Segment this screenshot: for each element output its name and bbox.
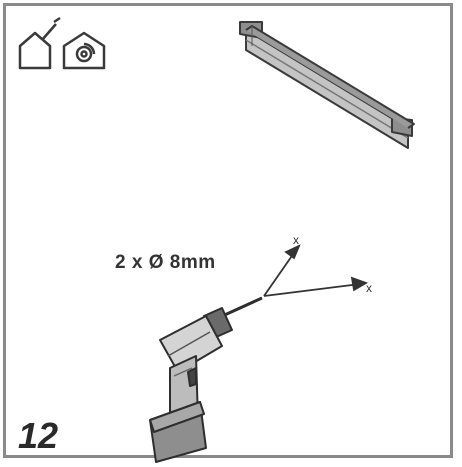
- drill-direction-arrows-icon: x x: [263, 233, 372, 297]
- house-wall-icon: [18, 16, 61, 70]
- svg-text:x: x: [293, 233, 299, 247]
- drill-spec-label: 2 x Ø 8mm: [115, 252, 216, 273]
- mounting-rail-icon: [239, 21, 415, 149]
- svg-text:x: x: [366, 281, 372, 295]
- power-drill-icon: [149, 296, 263, 463]
- instruction-frame: [3, 3, 453, 458]
- house-drill-icon: [62, 31, 106, 70]
- step-number: 12: [18, 415, 59, 456]
